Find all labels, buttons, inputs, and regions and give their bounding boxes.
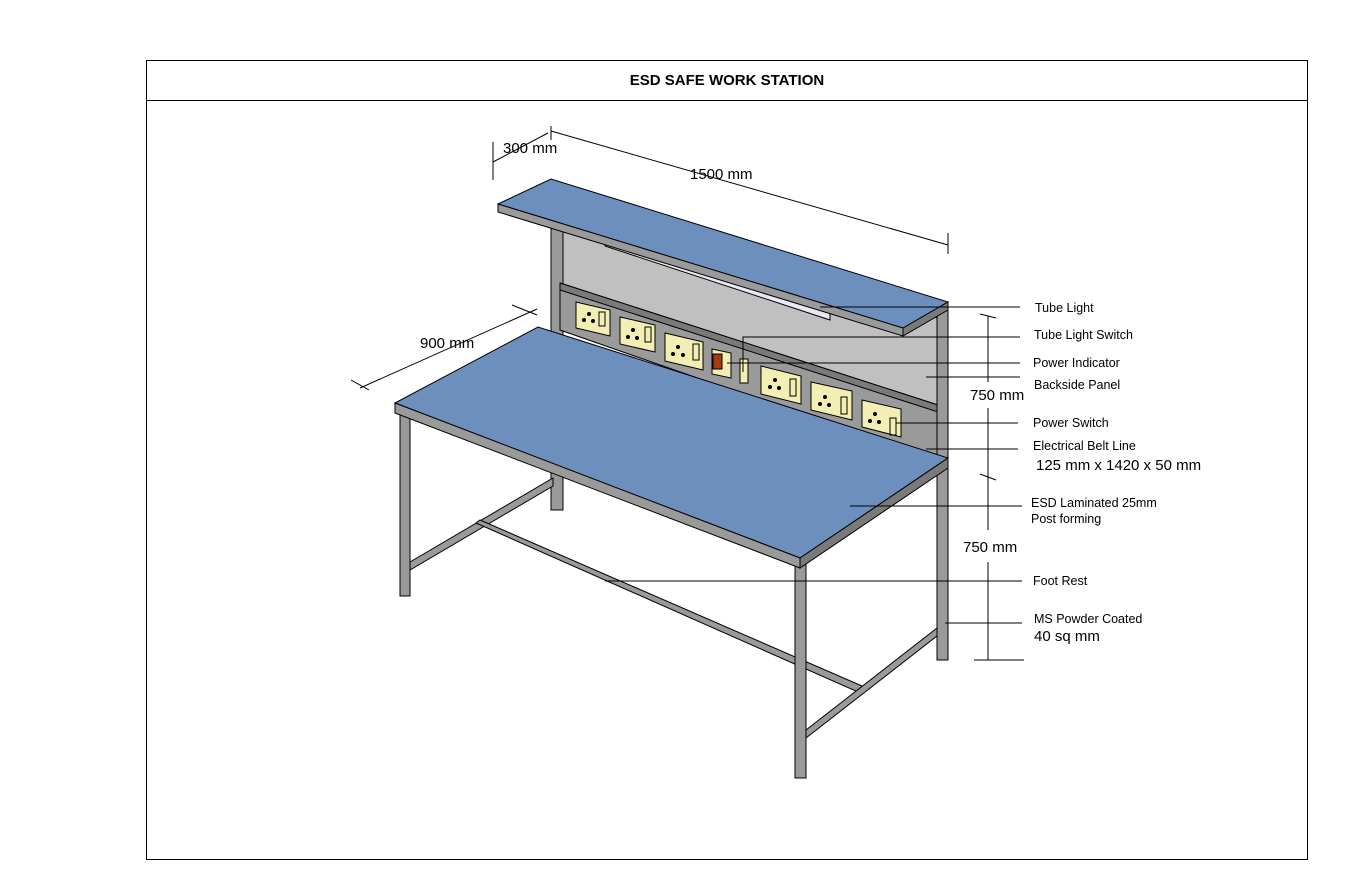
tube-light-switch xyxy=(739,358,749,384)
label-esd-laminated: ESD Laminated 25mm xyxy=(1031,496,1157,510)
socket xyxy=(619,316,656,353)
label-tube-light: Tube Light xyxy=(1035,301,1094,315)
label-backside-panel: Backside Panel xyxy=(1034,378,1120,392)
right-side-rail xyxy=(805,626,938,740)
label-belt-size: 125 mm x 1420 x 50 mm xyxy=(1036,457,1201,474)
shelf-depth-dimension: 300 mm xyxy=(503,140,557,157)
front-right-leg xyxy=(794,561,807,779)
lower-height-dimension: 750 mm xyxy=(963,539,1017,556)
label-tube-light-switch: Tube Light Switch xyxy=(1034,328,1133,342)
label-power-indicator: Power Indicator xyxy=(1033,356,1120,370)
dimension-lines xyxy=(350,126,1024,661)
drawing-frame: ESD SAFE WORK STATION xyxy=(146,60,1308,860)
front-left-leg xyxy=(399,407,411,597)
label-frame-size: 40 sq mm xyxy=(1034,628,1100,645)
socket xyxy=(810,381,853,421)
label-post-forming: Post forming xyxy=(1031,512,1101,526)
table-depth-dimension: 900 mm xyxy=(420,335,474,352)
back-right-upright xyxy=(936,304,949,661)
label-ms-powder-coated: MS Powder Coated xyxy=(1034,612,1142,626)
socket xyxy=(664,332,704,371)
label-power-switch: Power Switch xyxy=(1033,416,1109,430)
label-electrical-belt-line: Electrical Belt Line xyxy=(1033,439,1136,453)
socket xyxy=(760,365,802,405)
power-indicator-light xyxy=(712,353,723,370)
shelf-length-dimension: 1500 mm xyxy=(690,166,753,183)
upper-height-dimension: 750 mm xyxy=(970,387,1024,404)
socket xyxy=(861,399,902,438)
leader-lines xyxy=(605,306,1022,624)
sockets xyxy=(575,301,902,438)
drawing-title: ESD SAFE WORK STATION xyxy=(147,61,1307,101)
label-foot-rest: Foot Rest xyxy=(1033,574,1088,588)
